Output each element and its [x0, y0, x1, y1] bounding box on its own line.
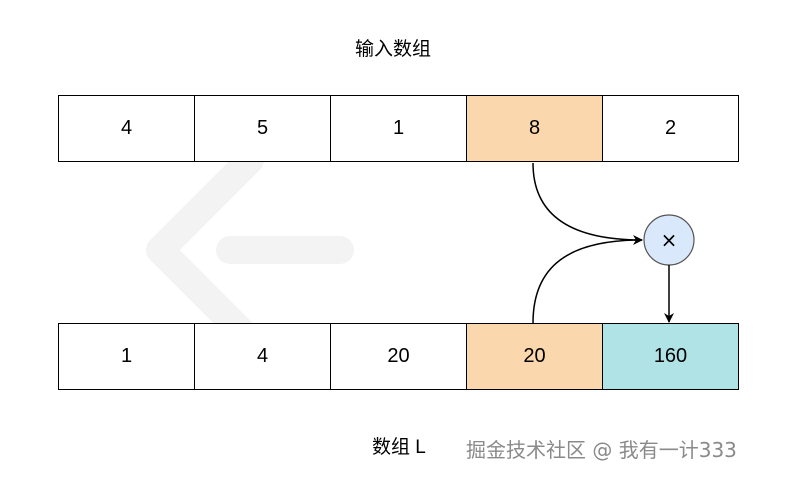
l-cell: 1 [59, 324, 195, 389]
l-cell-highlighted: 20 [467, 324, 603, 389]
array-l: 1 4 20 20 160 [58, 323, 739, 390]
l-cell: 4 [195, 324, 331, 389]
arrow-from-l [532, 239, 643, 324]
l-cell-result: 160 [603, 324, 738, 389]
input-cell-highlighted: 8 [467, 96, 603, 161]
array-l-label: 数组 L [372, 437, 426, 458]
l-cell: 20 [331, 324, 467, 389]
multiply-icon: × [661, 228, 678, 252]
input-array-title: 输入数组 [354, 39, 431, 60]
input-cell: 1 [331, 96, 467, 161]
arrow-from-input [532, 162, 643, 245]
watermark-text: 掘金技术社区 @ 我有一计333 [466, 438, 737, 462]
input-cell: 5 [195, 96, 331, 161]
input-array: 4 5 1 8 2 [58, 95, 739, 162]
input-cell: 2 [603, 96, 738, 161]
input-cell: 4 [59, 96, 195, 161]
